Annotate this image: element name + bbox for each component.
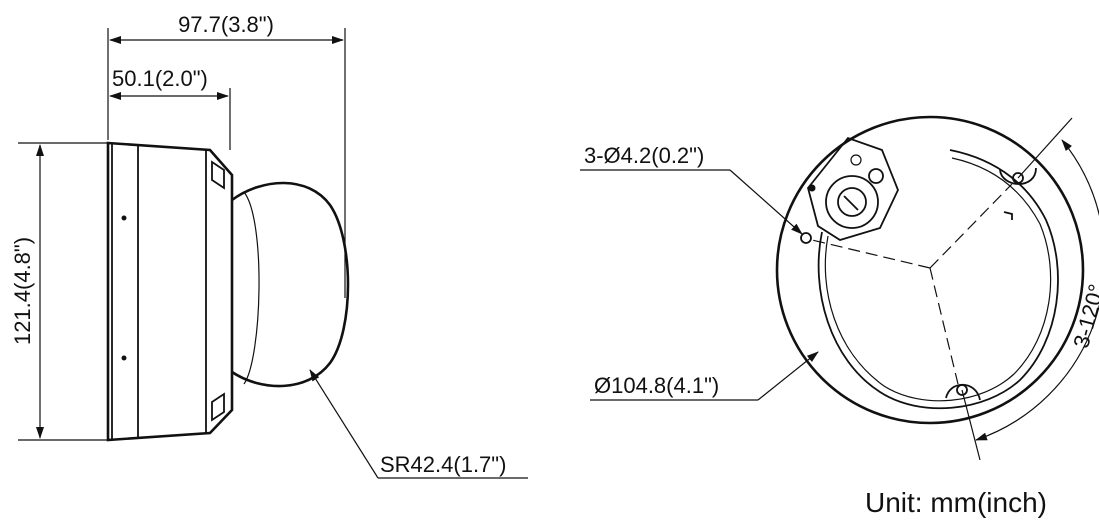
side-view: 97.7(3.8") 50.1(2.0") 121.4(4.8") SR42.4… <box>10 12 528 479</box>
cable-port <box>825 175 879 229</box>
bracket-screw <box>808 184 816 192</box>
diameter-leader <box>757 351 819 401</box>
height-label: 121.4(4.8") <box>10 237 35 345</box>
body-depth-label: 50.1(2.0") <box>112 66 208 91</box>
overall-depth-label: 97.7(3.8") <box>178 12 274 37</box>
unit-note: Unit: mm(inch) <box>865 487 1047 518</box>
hole-spec-leader <box>729 169 803 235</box>
cable-port-bracket <box>807 136 899 241</box>
dome-radius-label: SR42.4(1.7") <box>380 452 506 477</box>
mounting-hole <box>800 232 812 244</box>
dome <box>231 181 350 388</box>
diameter-label: Ø104.8(4.1") <box>594 373 719 398</box>
screw-dot <box>121 355 127 361</box>
base-view: 3-120° 3-Ø4.2(0.2") Ø104.8(4.1") <box>580 115 1099 461</box>
screw-dot <box>121 215 127 221</box>
angle-arc <box>975 139 1099 441</box>
angle-label: 3-120° <box>1068 281 1099 350</box>
hole-spec-label: 3-Ø4.2(0.2") <box>584 143 704 168</box>
dome-radius-leader <box>309 369 379 479</box>
camera-housing <box>106 141 234 442</box>
base-outer-circle <box>775 115 1085 425</box>
